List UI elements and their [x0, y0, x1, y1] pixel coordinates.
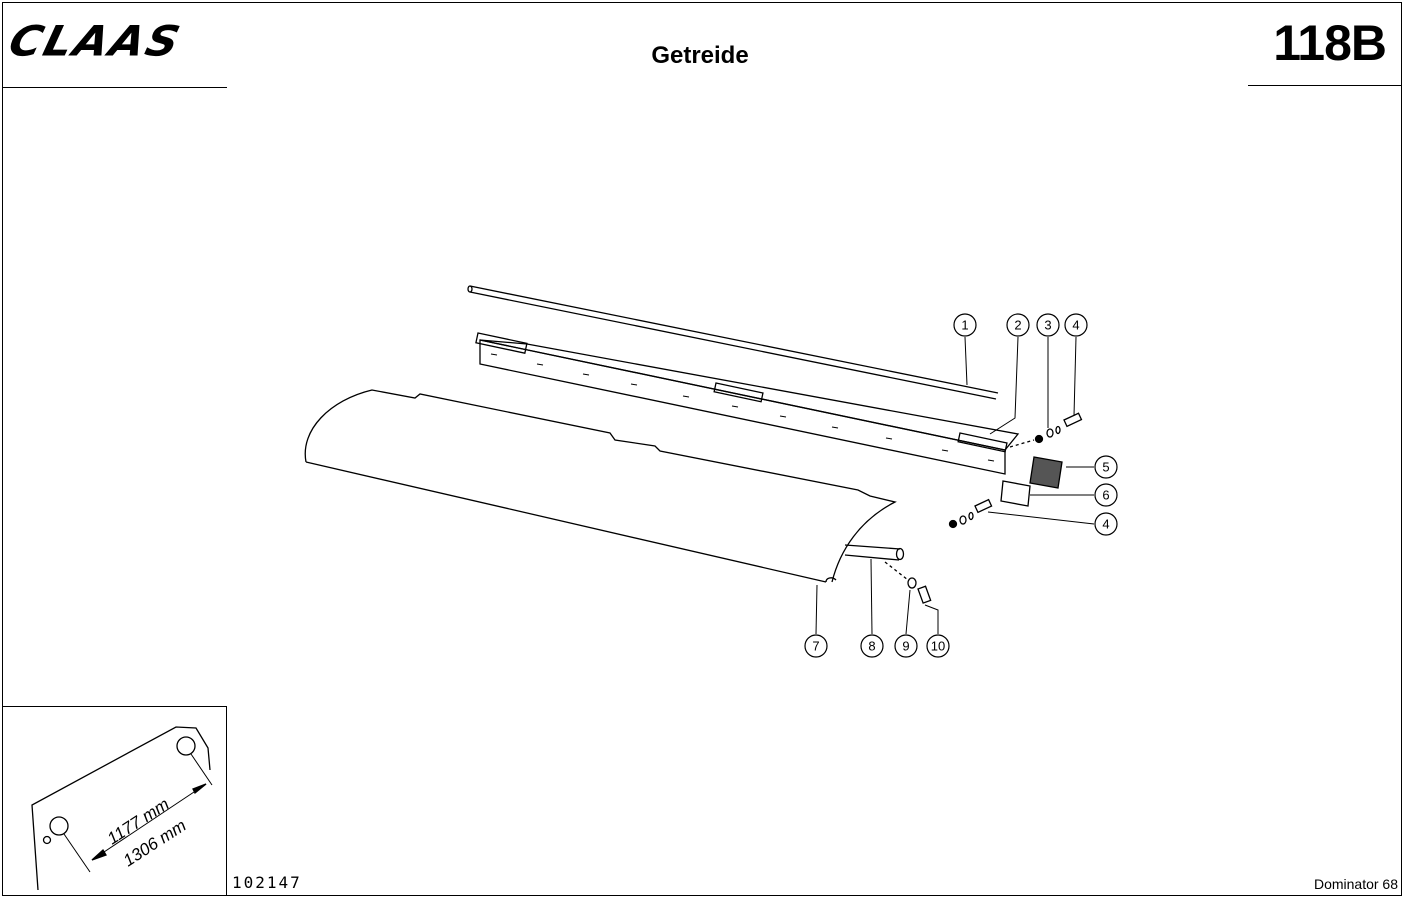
callout-6: 6 — [1102, 488, 1109, 503]
part-gasket — [1029, 456, 1063, 489]
part-angle-rail — [475, 332, 1020, 475]
part-tube — [844, 544, 905, 561]
callout-3: 3 — [1044, 318, 1051, 333]
callout-labels: 1 2 3 4 5 6 4 7 8 9 10 — [812, 318, 1109, 654]
inset-detail-box — [2, 706, 227, 896]
logo-divider — [2, 87, 227, 88]
part-rod — [467, 285, 999, 400]
callout-7: 7 — [812, 639, 819, 654]
callout-9: 9 — [902, 639, 909, 654]
part-hardware-lower — [948, 498, 993, 529]
callout-circles — [804, 313, 1118, 658]
callout-10: 10 — [931, 639, 945, 654]
part-curved-cover — [304, 389, 897, 583]
leader-lines — [815, 336, 1095, 635]
page-number-divider — [1248, 85, 1402, 86]
page-title: Getreide — [651, 42, 749, 69]
drawing-number: 102147 — [232, 873, 302, 892]
callout-4-lower: 4 — [1102, 517, 1109, 532]
callout-4-upper: 4 — [1072, 318, 1079, 333]
part-hardware-9-10 — [884, 561, 932, 604]
part-hardware-upper — [1009, 412, 1083, 448]
callout-8: 8 — [868, 639, 875, 654]
callout-5: 5 — [1102, 460, 1109, 475]
callout-2: 2 — [1014, 318, 1021, 333]
page-number: 118B — [1273, 15, 1387, 71]
callout-1: 1 — [961, 318, 968, 333]
inset-drawing — [31, 726, 213, 891]
model-name: Dominator 68 — [1313, 876, 1398, 892]
part-plate — [1000, 480, 1031, 507]
